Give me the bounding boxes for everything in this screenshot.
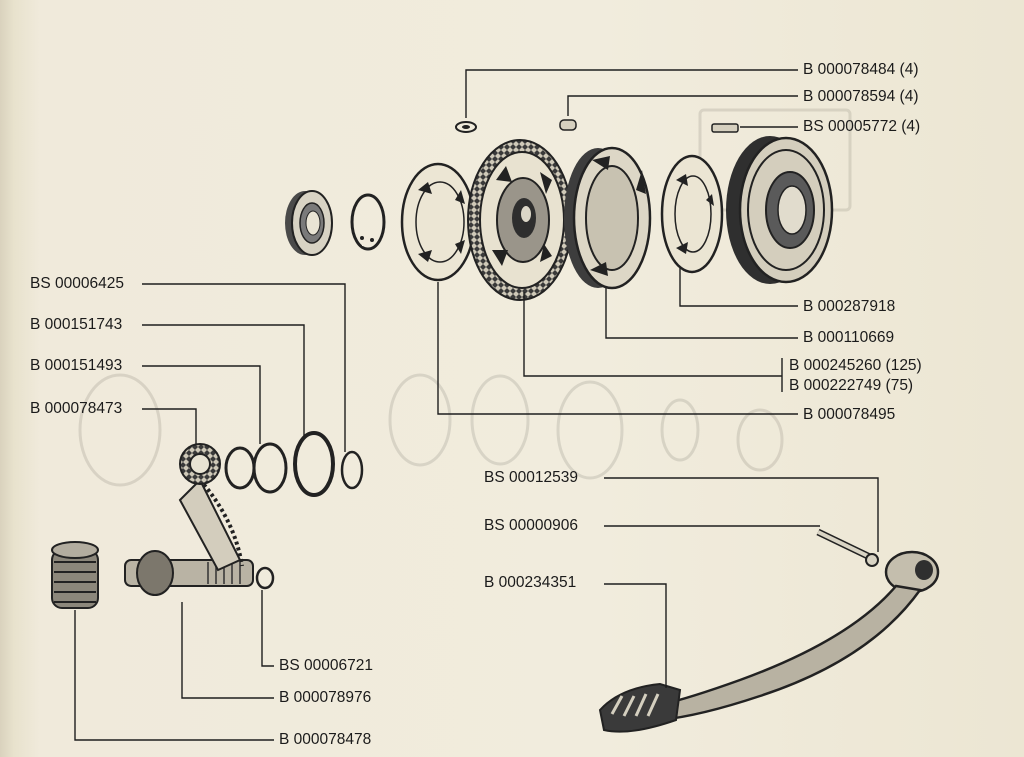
clutch-housing [726,136,834,284]
leader-lines [74,69,879,741]
kick-sector-gear [178,443,244,572]
part-label-bs00005772: BS 00005772 (4) [803,118,921,135]
part-label-b000078594: B 000078594 (4) [803,88,919,105]
part-label-b000110669: B 000110669 [803,329,895,346]
clutch-gear [467,139,573,301]
part-label-b000234351: B 000234351 [484,574,577,591]
part-label-b000151493: B 000151493 [30,357,123,374]
part-label-b000078473: B 000078473 [30,400,123,417]
part-label-b000078495: B 000078495 [803,406,896,423]
part-label-bs00006721: BS 00006721 [279,657,373,674]
part-label-b000078478: B 000078478 [279,731,372,748]
clutch-bell [564,146,652,290]
kick-lever [598,528,940,733]
friction-plate [660,154,724,274]
back-plate [400,162,476,282]
part-label-b000078976: B 000078976 [279,689,372,706]
part-label-b000287918: B 000287918 [803,298,896,315]
bearing [285,190,333,256]
kick-rings [224,431,364,497]
circlip-top [350,193,386,251]
part-label-bs00006425: BS 00006425 [30,275,124,292]
part-label-bs00012539: BS 00012539 [484,469,578,486]
kick-spring [51,541,99,609]
part-label-b000078484: B 000078484 (4) [803,61,919,78]
part-label-b000245260: B 000245260 (125) [789,357,922,374]
bleed-through-shadows [78,108,852,487]
washers [455,119,739,133]
part-label-bs00000906: BS 00000906 [484,517,578,534]
kick-shaft [124,550,275,596]
part-label-b000222749: B 000222749 (75) [789,377,914,394]
part-label-b000151743: B 000151743 [30,316,123,333]
